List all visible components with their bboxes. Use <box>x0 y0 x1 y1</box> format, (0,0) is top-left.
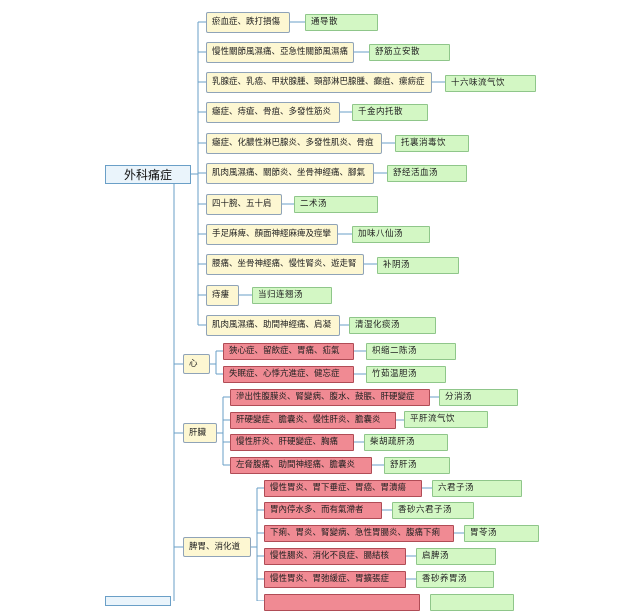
formula-node[interactable]: 舒肝汤 <box>384 457 450 474</box>
formula-node[interactable]: 竹茹温胆汤 <box>366 366 446 383</box>
condition-node[interactable]: 失眠症、心悸亢進症、健忘症 <box>223 366 354 383</box>
formula-node[interactable]: 当归连翘汤 <box>252 287 332 304</box>
condition-node[interactable]: 腰痛、坐骨神經痛、慢性腎炎、遊走腎 <box>206 254 364 275</box>
formula-node[interactable]: 通导散 <box>305 14 378 31</box>
condition-node[interactable]: 下痢、胃炎、腎變病、急性胃腸炎、腹痛下痢 <box>264 525 454 542</box>
condition-node[interactable] <box>264 594 420 611</box>
root-node-partial[interactable] <box>105 596 171 606</box>
formula-node[interactable]: 十六味流气饮 <box>445 75 536 92</box>
formula-node[interactable]: 香砂养胃汤 <box>416 571 494 588</box>
formula-node[interactable]: 胃苓汤 <box>464 525 539 542</box>
category-digestive[interactable]: 脾胃、消化道 <box>183 537 251 557</box>
root-node[interactable]: 外科痛症 <box>105 165 191 184</box>
formula-node[interactable]: 香砂六君子汤 <box>392 502 474 519</box>
formula-node[interactable]: 六君子汤 <box>432 480 522 497</box>
condition-node[interactable]: 左脅腹痛、助間神經痛、膽囊炎 <box>230 457 372 474</box>
formula-node[interactable]: 清湿化痰汤 <box>349 317 436 334</box>
formula-node[interactable]: 枳缩二陈汤 <box>366 343 456 360</box>
formula-node[interactable]: 柴胡疏肝汤 <box>364 434 448 451</box>
condition-node[interactable]: 瘀血症、跌打損傷 <box>206 12 290 33</box>
condition-node[interactable]: 痔瘻 <box>206 285 239 306</box>
condition-node[interactable]: 癰症、化膿性淋巴腺炎、多發性肌炎、骨疽 <box>206 133 382 154</box>
condition-node[interactable]: 滲出性腹膜炎、腎變病、腹水、鼓脹、肝硬變症 <box>230 389 430 406</box>
formula-node[interactable]: 分消汤 <box>439 389 518 406</box>
condition-node[interactable]: 慢性腸炎、消化不良症、腸結核 <box>264 548 406 565</box>
condition-node[interactable]: 慢性關節風濕痛、亞急性關節風濕痛 <box>206 42 354 63</box>
category-heart[interactable]: 心 <box>183 354 210 374</box>
condition-node[interactable]: 手足麻痺、顏面神經麻痺及痙攣 <box>206 224 338 245</box>
formula-node[interactable]: 平肝流气饮 <box>404 411 488 428</box>
formula-node[interactable]: 舒筋立安散 <box>369 44 450 61</box>
condition-node[interactable]: 癰症、痔瘡、骨疽、多發性筋炎 <box>206 102 340 123</box>
condition-node[interactable]: 肝硬變症、膽囊炎、慢性肝炎、膽囊炎 <box>230 412 396 429</box>
condition-node[interactable]: 狹心症、留飲症、胃痛、疝氣 <box>223 343 354 360</box>
condition-node[interactable]: 慢性胃炎、胃弛緩症、胃擴張症 <box>264 571 406 588</box>
formula-node[interactable]: 舒经活血汤 <box>387 165 467 182</box>
formula-node[interactable]: 加味八仙汤 <box>352 226 430 243</box>
formula-node[interactable] <box>430 594 514 611</box>
condition-node[interactable]: 肌肉風濕痛、助間神經痛、肩凝 <box>206 315 340 336</box>
condition-node[interactable]: 四十腕、五十肩 <box>206 194 282 215</box>
condition-node[interactable]: 乳腺症、乳癌、甲狀腺腫、頸部淋巴腺腫、癲疽、瘰疬症 <box>206 72 432 93</box>
category-liver[interactable]: 肝臟 <box>183 423 217 443</box>
condition-node[interactable]: 肌肉風濕痛、關節炎、坐骨神經痛、腳氣 <box>206 163 374 184</box>
formula-node[interactable]: 二术汤 <box>294 196 378 213</box>
condition-node[interactable]: 慢性胃炎、胃下垂症、胃癌、胃潰瘍 <box>264 480 422 497</box>
formula-node[interactable]: 千金内托散 <box>352 104 428 121</box>
condition-node[interactable]: 慢性肝炎、肝硬變症、胸痛 <box>230 434 354 451</box>
formula-node[interactable]: 启脾汤 <box>416 548 496 565</box>
formula-node[interactable]: 托裏消毒饮 <box>395 135 469 152</box>
formula-node[interactable]: 补阴汤 <box>377 257 459 274</box>
condition-node[interactable]: 胃內停水多、而有氣滯者 <box>264 502 382 519</box>
